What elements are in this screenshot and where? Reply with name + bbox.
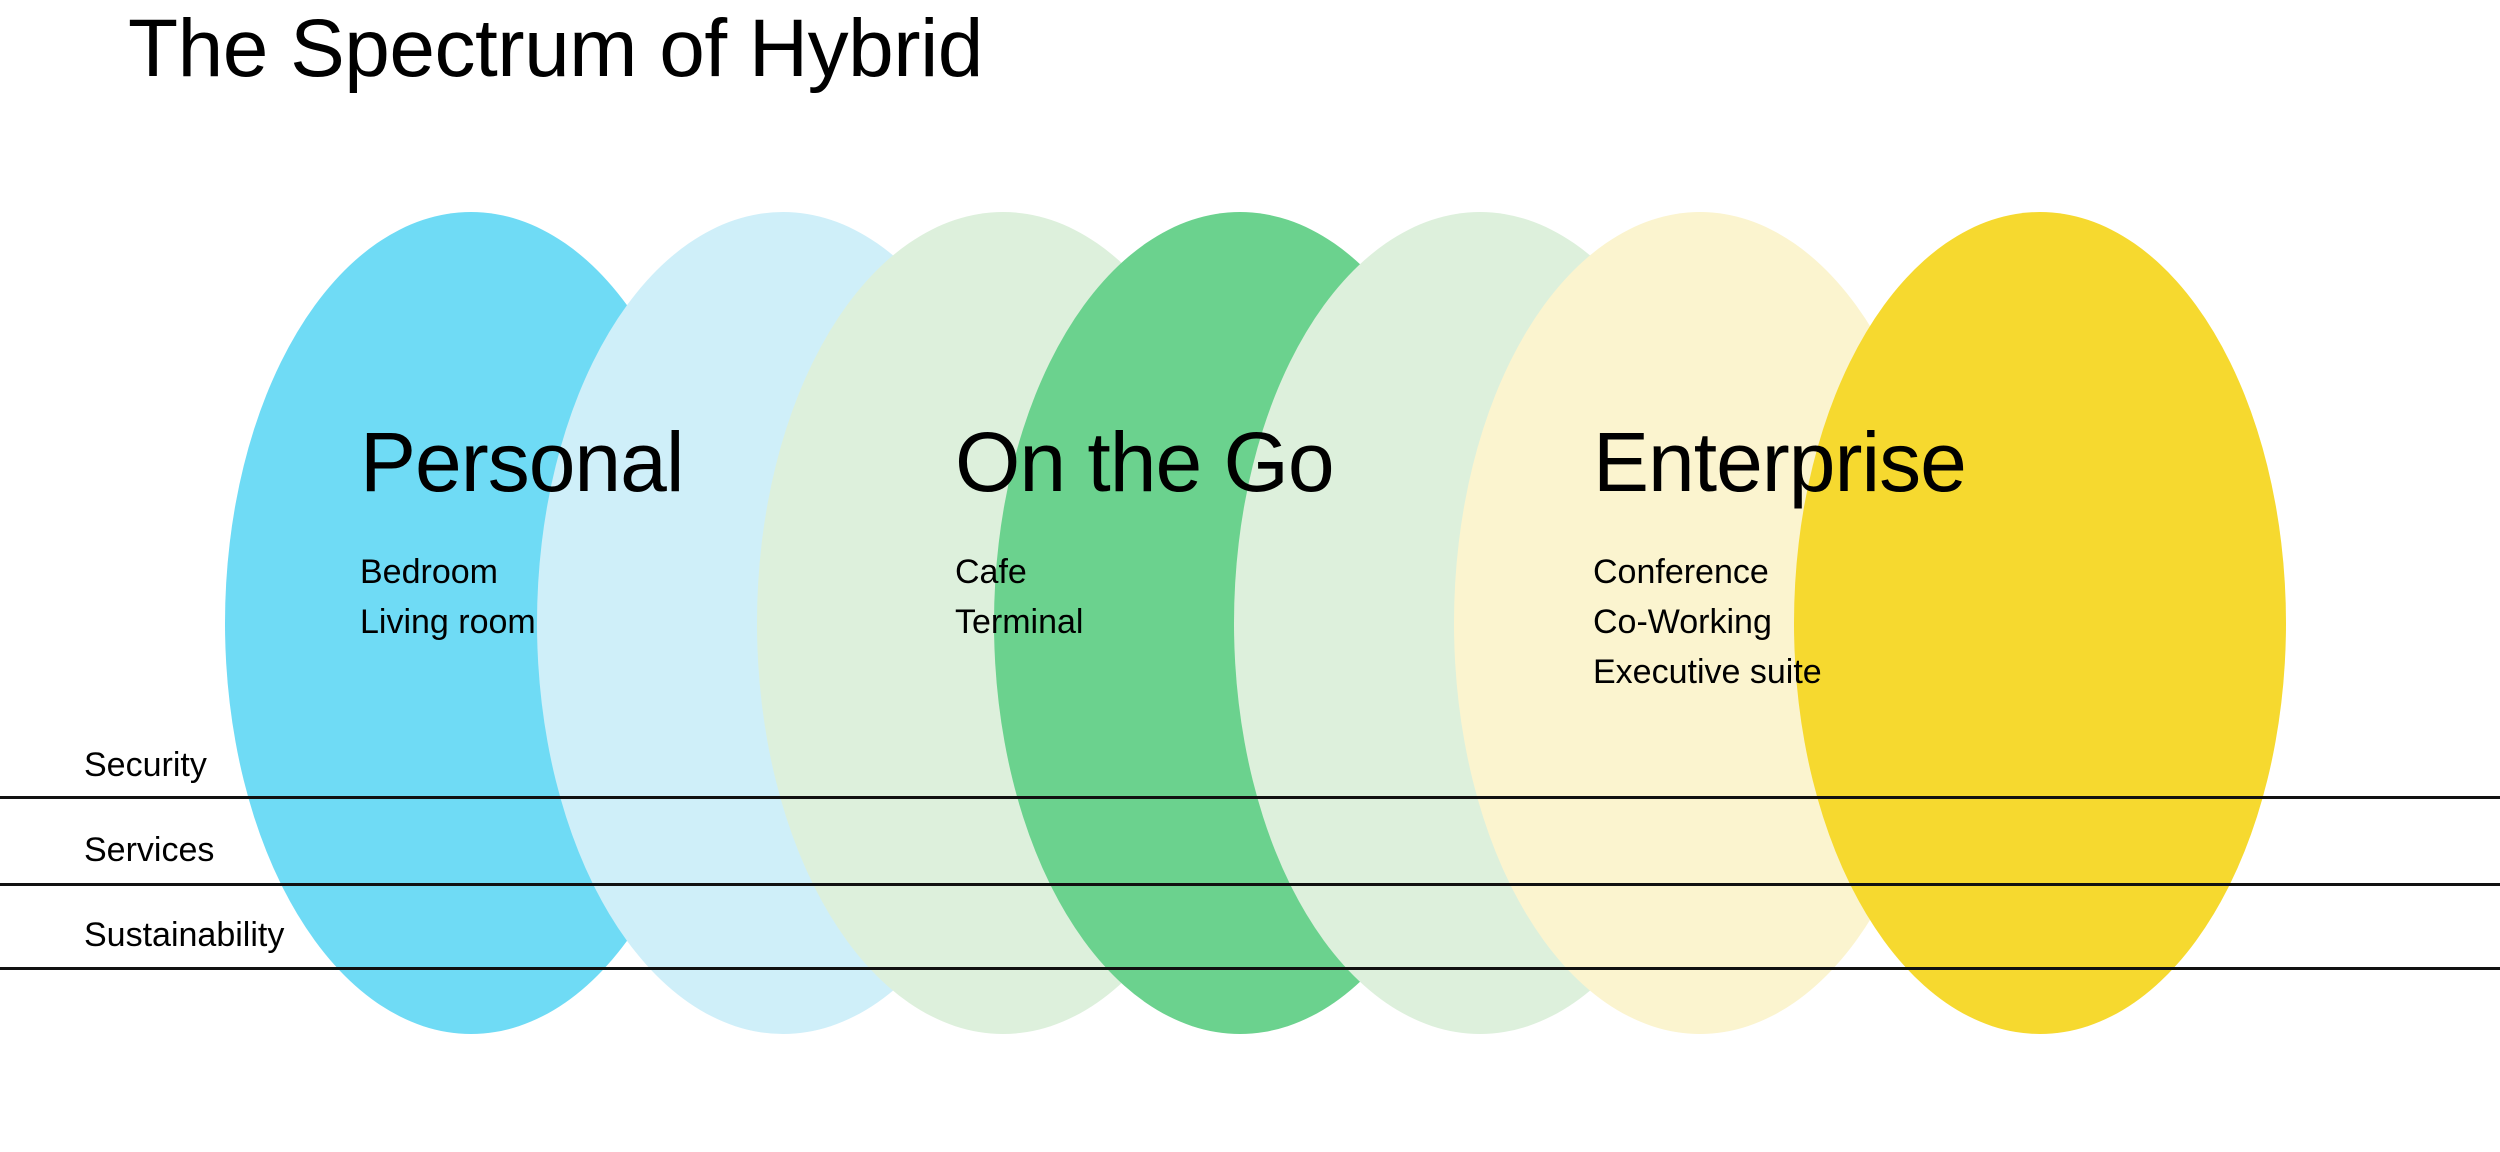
- segment-item: Living room: [360, 602, 536, 641]
- band-label-services: Services: [84, 831, 215, 869]
- segment-item: Cafe: [955, 553, 1027, 591]
- enterprise-circle: [1794, 212, 2286, 1034]
- segment-title-personal: Personal: [360, 415, 685, 509]
- band-label-security: Security: [84, 746, 207, 784]
- segment-item: Conference: [1593, 553, 1769, 591]
- segment-title-enterprise: Enterprise: [1593, 415, 1967, 509]
- segment-item: Co-Working: [1593, 602, 1772, 641]
- band-label-sustainability: Sustainability: [84, 916, 285, 954]
- segment-item: Terminal: [955, 602, 1084, 641]
- segment-item: Bedroom: [360, 553, 498, 591]
- segment-title-on-the-go: On the Go: [955, 415, 1335, 509]
- segment-item: Executive suite: [1593, 652, 1822, 691]
- page-title: The Spectrum of Hybrid: [128, 3, 983, 94]
